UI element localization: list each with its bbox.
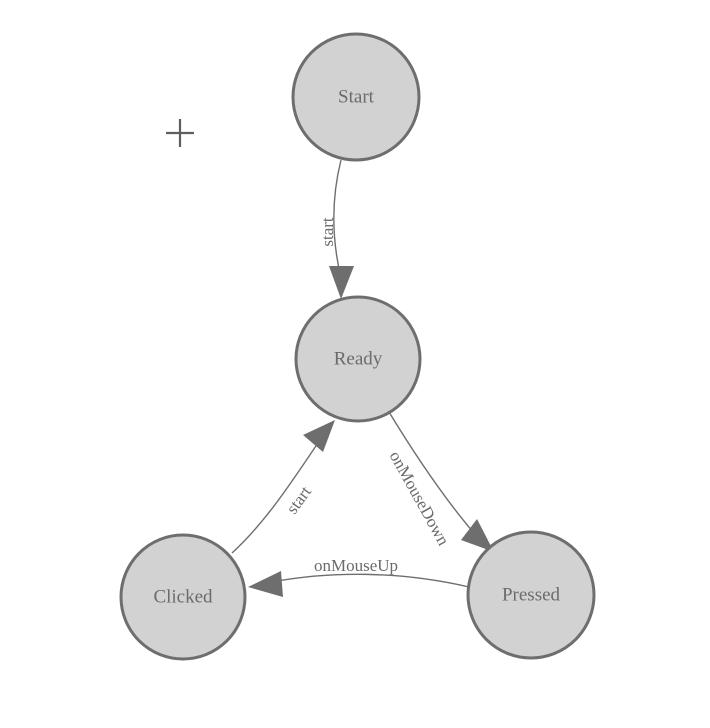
node-circle-ready[interactable] (294, 295, 422, 423)
node-circle-clicked[interactable] (119, 533, 247, 661)
node-label-pressed: Pressed (502, 584, 561, 605)
edge-label-ready-to-pressed: onMouseDown (386, 448, 454, 549)
crosshair-icon (166, 119, 194, 147)
arrowhead-pressed-to-clicked (248, 571, 283, 597)
edge-label-start-to-ready: start (318, 217, 337, 247)
edge-ready-to-pressed[interactable]: onMouseDown (386, 411, 494, 552)
node-start[interactable]: Start (291, 32, 421, 162)
node-circle-pressed[interactable] (466, 530, 596, 660)
edge-label-pressed-to-clicked: onMouseUp (314, 556, 398, 575)
node-pressed[interactable]: Pressed (466, 530, 596, 660)
node-clicked[interactable]: Clicked (119, 533, 247, 661)
node-label-clicked: Clicked (153, 586, 213, 607)
arrowhead-ready-to-pressed (461, 519, 494, 552)
edge-clicked-to-ready[interactable]: start (231, 420, 335, 554)
edge-path-ready-to-pressed (388, 411, 480, 540)
node-ready[interactable]: Ready (294, 295, 422, 423)
edge-path-start-to-ready (333, 159, 342, 279)
node-label-ready: Ready (334, 348, 383, 369)
edge-pressed-to-clicked[interactable]: onMouseUp (248, 556, 470, 597)
edge-start-to-ready[interactable]: start (318, 159, 354, 299)
arrowhead-start-to-ready (329, 266, 354, 299)
edge-path-clicked-to-ready (231, 442, 319, 554)
edge-path-pressed-to-clicked (271, 573, 470, 588)
arrowhead-clicked-to-ready (303, 420, 335, 452)
node-circle-start[interactable] (291, 32, 421, 162)
node-label-start: Start (338, 86, 375, 107)
